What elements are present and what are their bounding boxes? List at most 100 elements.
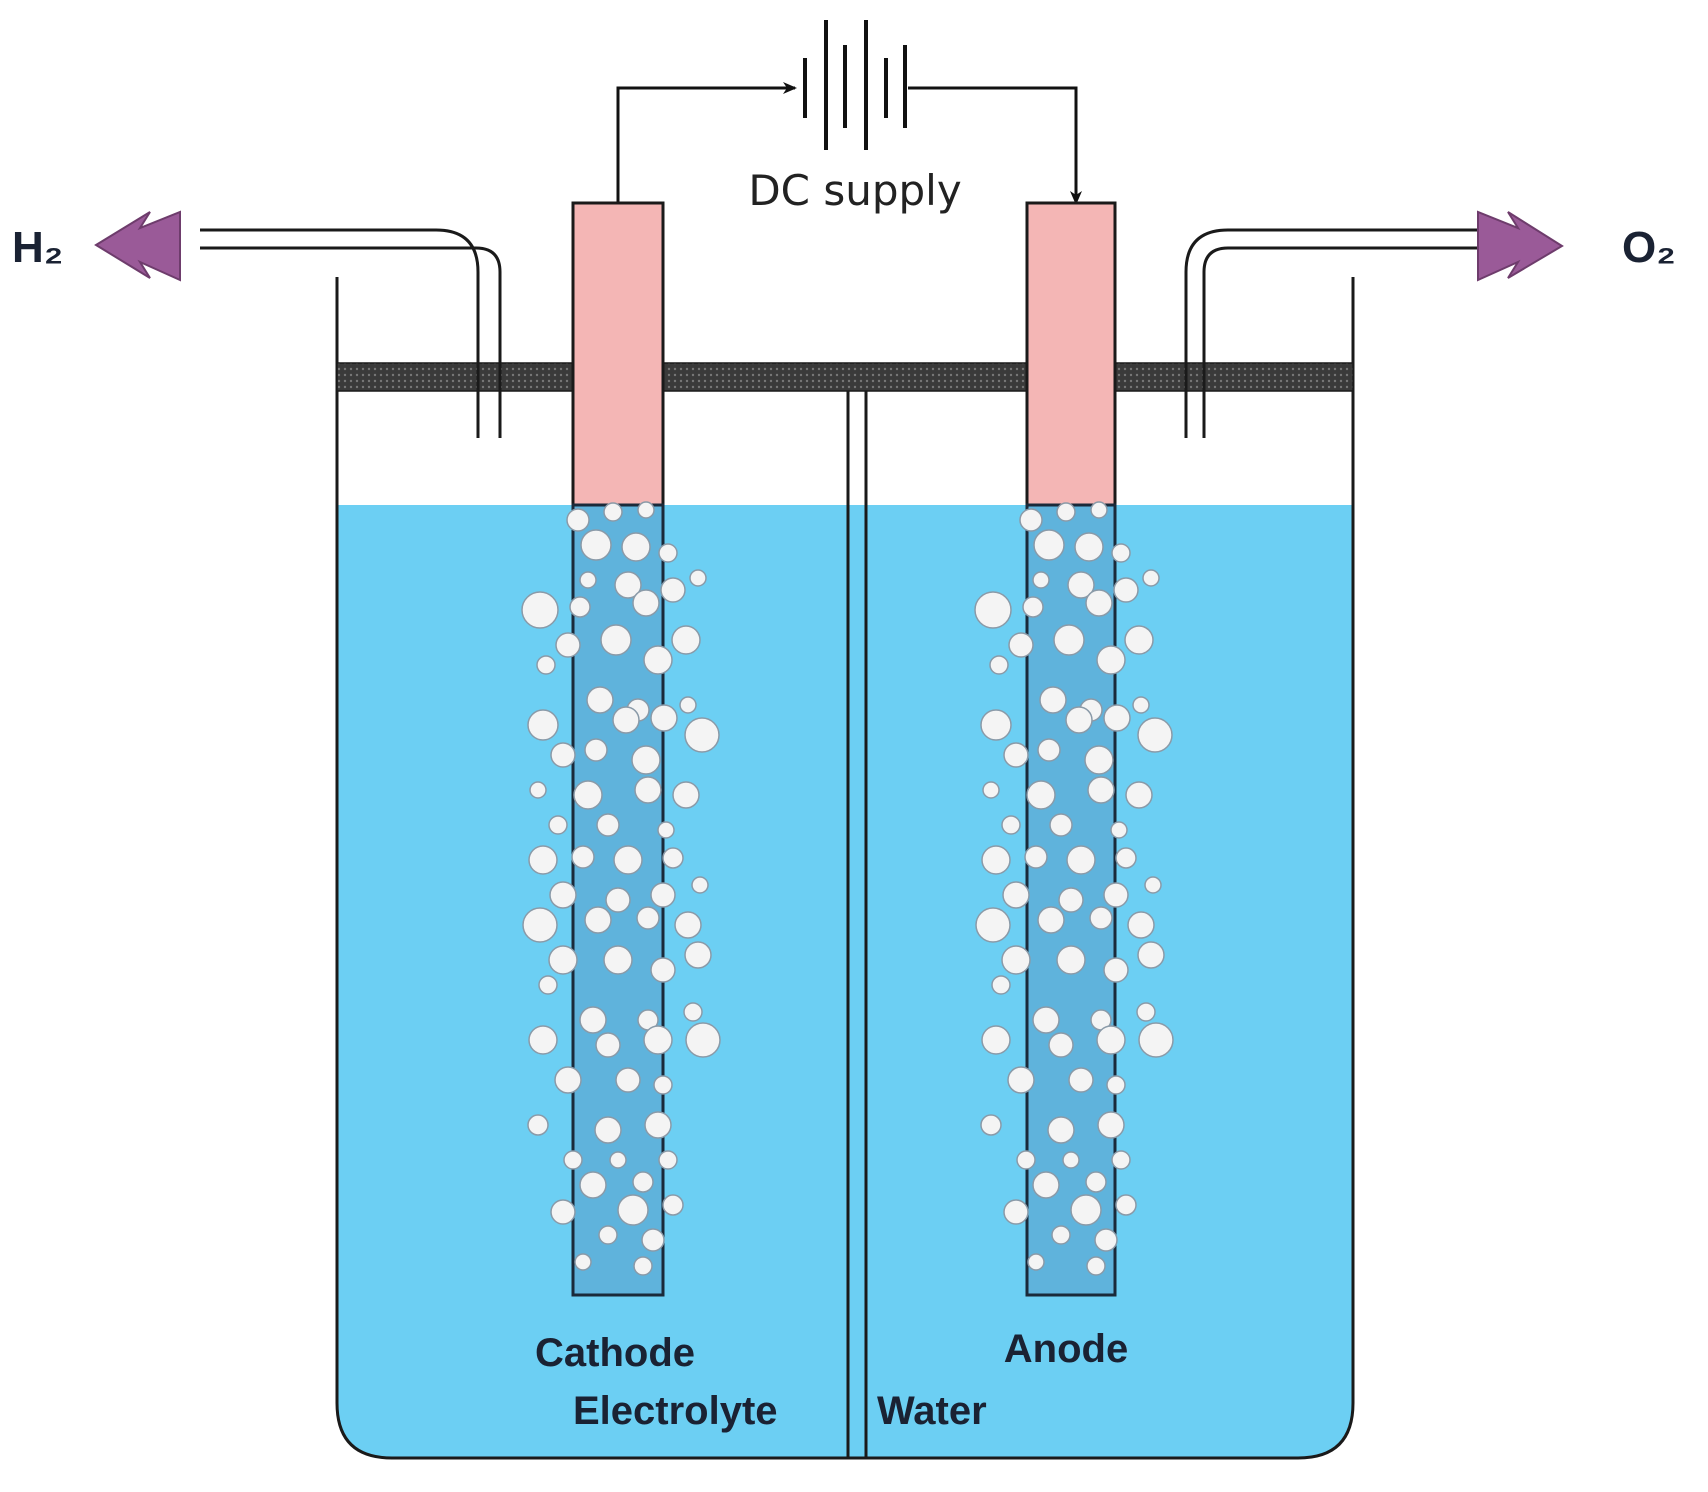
- gas-bubble-icon: [683, 1002, 703, 1022]
- gas-bubble-icon: [550, 1199, 576, 1225]
- gas-bubble-icon: [1115, 1194, 1137, 1216]
- gas-bubble-icon: [1053, 624, 1085, 656]
- gas-bubble-icon: [548, 945, 578, 975]
- gas-bubble-icon: [528, 845, 558, 875]
- gas-bubble-icon: [609, 1151, 627, 1169]
- gas-bubble-icon: [1103, 957, 1129, 983]
- gas-bubble-icon: [1127, 911, 1155, 939]
- gas-bubble-icon: [1032, 1171, 1060, 1199]
- tank-lid: [336, 362, 1354, 392]
- gas-bubble-icon: [685, 1022, 721, 1058]
- gas-bubble-icon: [579, 1006, 607, 1034]
- gas-outlet-arrow-icon: [94, 210, 181, 282]
- gas-bubble-icon: [1138, 1022, 1174, 1058]
- gas-bubble-icon: [1049, 813, 1073, 837]
- gas-bubble-icon: [1058, 887, 1084, 913]
- gas-bubble-icon: [1074, 532, 1104, 562]
- gas-bubble-icon: [586, 686, 614, 714]
- gas-bubble-icon: [981, 1025, 1011, 1055]
- gas-bubble-icon: [1066, 845, 1096, 875]
- gas-bubble-icon: [980, 709, 1012, 741]
- gas-bubble-icon: [1111, 1150, 1131, 1170]
- gas-bubble-icon: [1089, 906, 1113, 930]
- gas-bubble-icon: [653, 1075, 673, 1095]
- gas-bubble-icon: [1027, 1253, 1045, 1271]
- gas-bubble-icon: [563, 1150, 583, 1170]
- gas-bubble-icon: [1137, 717, 1173, 753]
- gas-bubble-icon: [633, 1256, 653, 1276]
- gas-bubble-icon: [621, 532, 651, 562]
- gas-bubble-icon: [1070, 1194, 1102, 1226]
- oxygen-outlet-pipe: [1184, 228, 1490, 438]
- gas-bubble-icon: [1008, 632, 1034, 658]
- gas-bubble-icon: [1094, 1228, 1118, 1252]
- gas-bubble-icon: [1032, 1006, 1060, 1034]
- gas-bubble-icon: [671, 625, 701, 655]
- gas-bubble-icon: [579, 571, 597, 589]
- gas-bubble-icon: [974, 591, 1012, 629]
- gas-bubble-icon: [1037, 906, 1065, 934]
- gas-bubble-icon: [1001, 945, 1031, 975]
- oxygen-arrow-icon: [1477, 210, 1564, 282]
- gas-bubble-icon: [522, 907, 558, 943]
- gas-bubble-icon: [631, 745, 661, 775]
- gas-bubble-icon: [569, 596, 591, 618]
- gas-bubble-icon: [573, 780, 603, 810]
- gas-bubble-icon: [528, 1025, 558, 1055]
- gas-bubble-icon: [612, 706, 640, 734]
- gas-bubble-icon: [1003, 1199, 1029, 1225]
- gas-bubble-icon: [634, 776, 662, 804]
- gas-bubble-icon: [1113, 577, 1139, 603]
- gas-bubble-icon: [1062, 1151, 1080, 1169]
- gas-bubble-icon: [1137, 941, 1165, 969]
- gas-bubble-icon: [613, 845, 643, 875]
- water-label: Water: [877, 1389, 987, 1433]
- gas-bubble-icon: [548, 815, 568, 835]
- gas-bubble-icon: [1115, 847, 1137, 869]
- hydrogen-label: H₂: [12, 223, 63, 272]
- gas-bubble-icon: [527, 1114, 549, 1136]
- gas-bubble-icon: [1090, 501, 1108, 519]
- gas-bubble-icon: [632, 1171, 654, 1193]
- gas-bubble-icon: [1111, 543, 1131, 563]
- gas-bubble-icon: [658, 543, 678, 563]
- gas-bubble-icon: [981, 845, 1011, 875]
- gas-bubble-icon: [584, 906, 612, 934]
- gas-bubble-icon: [566, 508, 590, 532]
- gas-bubble-icon: [980, 1114, 1002, 1136]
- gas-bubble-icon: [584, 738, 608, 762]
- gas-bubble-icon: [579, 1171, 607, 1199]
- gas-bubble-icon: [555, 632, 581, 658]
- gas-bubble-icon: [643, 645, 673, 675]
- gas-bubble-icon: [571, 845, 595, 869]
- gas-bubble-icon: [657, 821, 675, 839]
- gas-bubble-icon: [550, 742, 576, 768]
- gas-bubble-icon: [1051, 1225, 1071, 1245]
- gas-bubble-icon: [641, 1228, 665, 1252]
- gas-bubble-icon: [637, 501, 655, 519]
- hydrogen-outlet-pipe: [200, 228, 502, 438]
- gas-bubble-icon: [549, 881, 577, 909]
- gas-bubble-icon: [1142, 569, 1160, 587]
- gas-bubble-icon: [1048, 1032, 1074, 1058]
- gas-bubble-icon: [1084, 745, 1114, 775]
- gas-bubble-icon: [1001, 815, 1021, 835]
- gas-bubble-icon: [1033, 529, 1065, 561]
- gas-bubble-icon: [1096, 1025, 1126, 1055]
- gas-bubble-icon: [982, 781, 1000, 799]
- oxygen-label: O₂: [1622, 223, 1676, 272]
- gas-bubble-icon: [1016, 1150, 1036, 1170]
- gas-bubble-icon: [598, 1225, 618, 1245]
- dc-supply-label: DC supply: [748, 166, 961, 215]
- gas-bubble-icon: [674, 911, 702, 939]
- gas-bubble-icon: [521, 591, 559, 629]
- separator-membrane: [846, 363, 868, 1458]
- gas-bubble-icon: [689, 569, 707, 587]
- gas-bubble-icon: [1096, 645, 1126, 675]
- cathode-bubbles: [521, 501, 721, 1276]
- gas-bubble-icon: [1007, 1066, 1035, 1094]
- gas-bubble-icon: [991, 975, 1011, 995]
- gas-bubble-icon: [603, 945, 633, 975]
- gas-bubble-icon: [615, 1067, 641, 1093]
